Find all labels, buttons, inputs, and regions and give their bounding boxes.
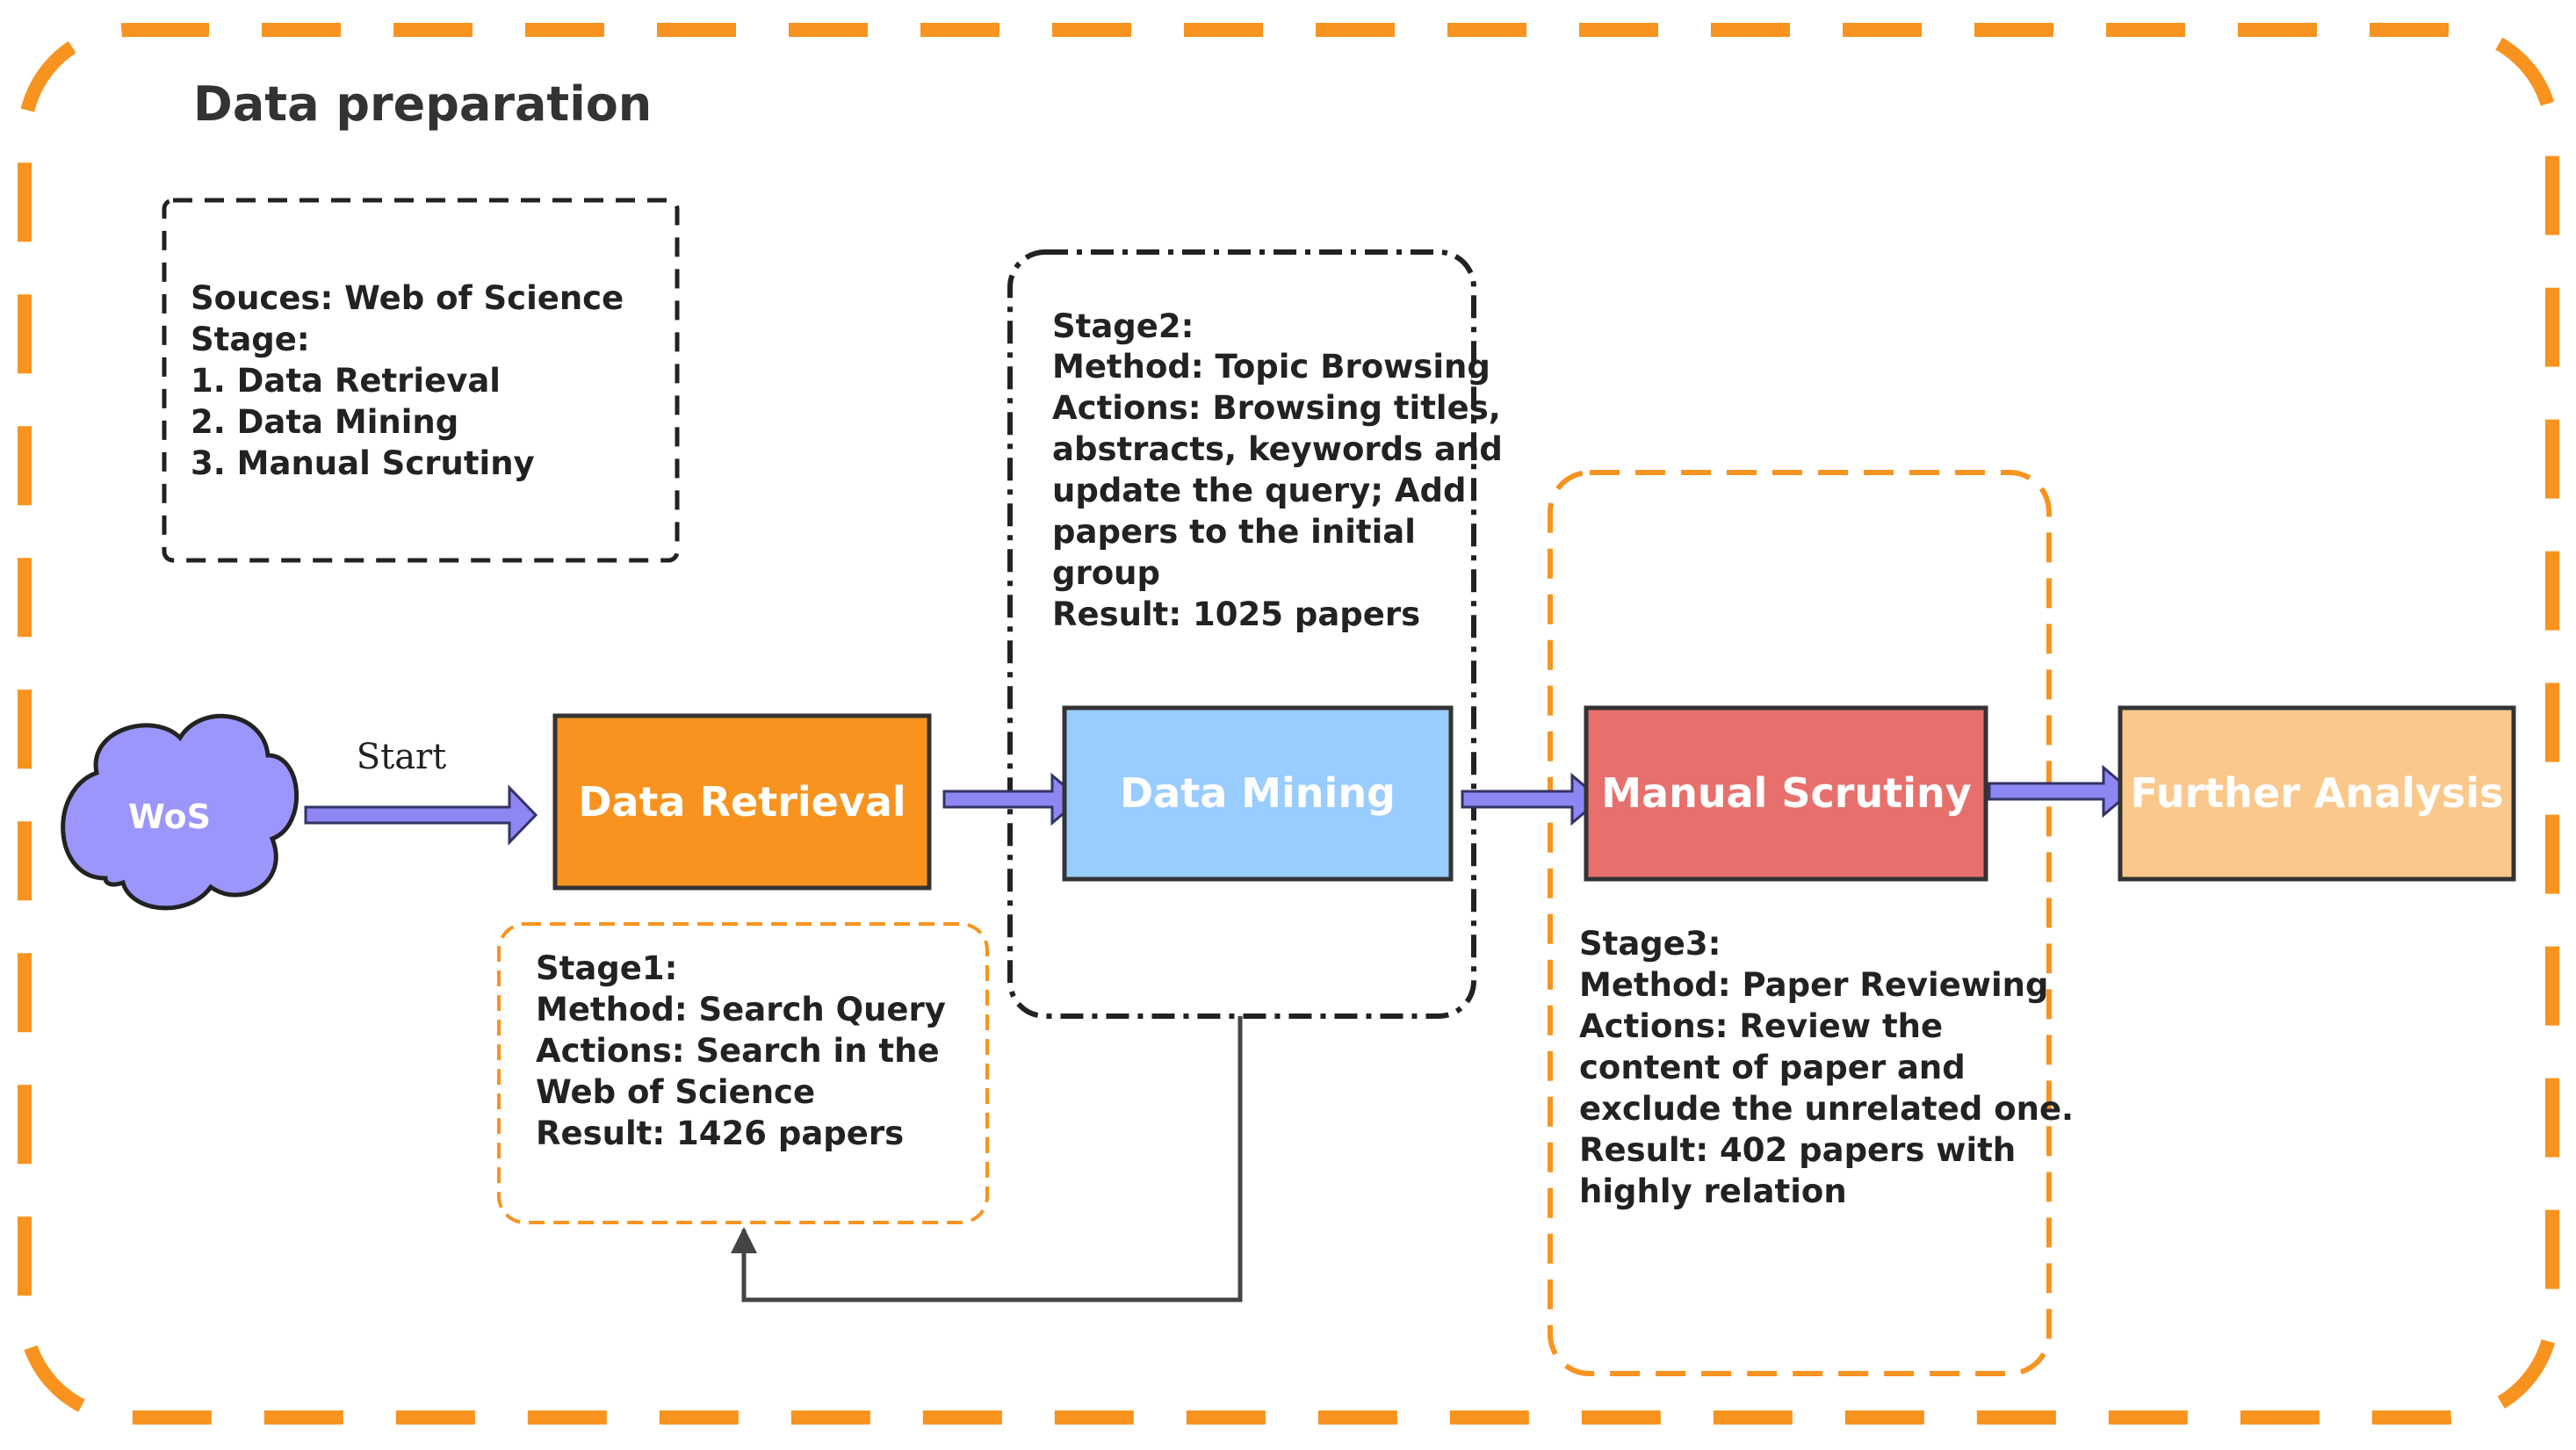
stage3-line: Stage3:: [1579, 925, 1721, 963]
stage2-text: Stage2: Method: Topic Browsing Actions: …: [1052, 307, 1514, 633]
outer-frame: [18, 23, 2559, 1425]
stage2-line: group: [1052, 554, 1160, 592]
arrow-mining-to-scrutiny: [1461, 772, 1603, 826]
stage1-line: Actions: Search in the: [536, 1032, 940, 1070]
stage3-box: [1548, 470, 2052, 1376]
feedback-connector: [731, 1016, 1243, 1302]
stage3-line: Actions: Review the: [1579, 1007, 1943, 1045]
stage2-line: abstracts, keywords and: [1052, 430, 1503, 468]
data-mining-node: [1062, 705, 1454, 882]
further-analysis-label: Further Analysis: [2131, 769, 2504, 817]
legend-line: 2. Data Mining: [191, 403, 458, 441]
start-arrow: [304, 784, 538, 846]
stage1-line: Stage1:: [536, 949, 677, 987]
arrow-scrutiny-to-further: [1988, 764, 2134, 819]
stage1-line: Web of Science: [536, 1073, 815, 1111]
stage3-line: content of paper and: [1579, 1049, 1966, 1086]
stage3-line: highly relation: [1579, 1172, 1847, 1210]
legend-line: 1. Data Retrieval: [191, 362, 501, 400]
stage3-line: exclude the unrelated one.: [1579, 1090, 2074, 1128]
diagram-title: Data preparation: [193, 76, 652, 132]
stage2-box: [1007, 249, 1476, 1019]
legend-box: [162, 198, 680, 563]
legend-line: 3. Manual Scrutiny: [191, 444, 535, 482]
stage1-line: Method: Search Query: [536, 991, 946, 1028]
start-label: Start: [357, 737, 447, 777]
wos-label: WoS: [128, 797, 211, 836]
stage1-box: [497, 922, 989, 1224]
stage2-line: Method: Topic Browsing: [1052, 348, 1490, 386]
legend-line: Souces: Web of Science: [191, 279, 624, 317]
stage2-line: Actions: Browsing titles,: [1052, 389, 1501, 427]
stage2-line: Result: 1025 papers: [1052, 595, 1420, 633]
stage3-line: Result: 402 papers with: [1579, 1131, 2016, 1169]
manual-scrutiny-node: [1584, 705, 1988, 882]
legend-text: Souces: Web of Science Stage: 1. Data Re…: [191, 279, 635, 482]
manual-scrutiny-label: Manual Scrutiny: [1601, 769, 1971, 817]
stage1-text: Stage1: Method: Search Query Actions: Se…: [536, 949, 957, 1152]
legend-line: Stage:: [191, 321, 310, 358]
data-mining-label: Data Mining: [1120, 769, 1396, 817]
stage2-line: Stage2:: [1052, 307, 1194, 345]
stage2-line: update the query; Add: [1052, 472, 1467, 509]
further-analysis-node: [2118, 705, 2516, 882]
stage2-line: papers to the initial: [1052, 513, 1416, 551]
stage1-line: Result: 1426 papers: [536, 1115, 904, 1152]
data-retrieval-label: Data Retrieval: [578, 778, 906, 826]
stage3-line: Method: Paper Reviewing: [1579, 966, 2049, 1004]
stage3-text: Stage3: Method: Paper Reviewing Actions:…: [1579, 925, 2085, 1210]
wos-cloud-icon: [61, 713, 299, 911]
data-retrieval-node: [552, 713, 932, 891]
